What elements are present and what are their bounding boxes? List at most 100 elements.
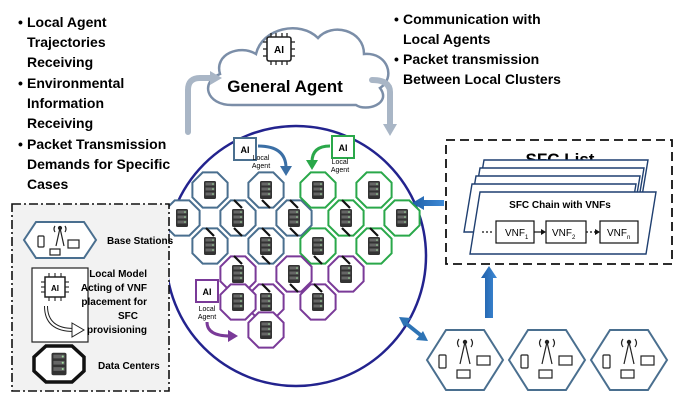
server-icon [288, 209, 300, 227]
general-agent-label: General Agent [227, 77, 343, 96]
interconnect-link [341, 255, 351, 265]
interconnect-link [341, 199, 351, 209]
local-model-legend: AI [31, 267, 89, 343]
server-icon [204, 237, 216, 255]
server-icon [368, 181, 380, 199]
legend-local-model-3: placement for [81, 297, 147, 308]
right-bullet-1-line1: Communication with [403, 11, 541, 27]
upload-arrow [185, 75, 213, 135]
bullet-mark: • [394, 51, 399, 67]
base-station-icon [602, 338, 655, 379]
bullet-mark: • [18, 14, 23, 30]
cloud-shape [206, 27, 390, 109]
server-icon [232, 265, 244, 283]
interconnect-link [261, 227, 271, 237]
ai-chip-icon: AI [263, 33, 295, 65]
base-station-cell [507, 329, 587, 391]
base-station-cell [425, 329, 505, 391]
vnf-n-box: VNFn [599, 220, 639, 244]
circle-bs-double-arrow [399, 317, 428, 341]
svg-text:VNFn: VNFn [607, 228, 630, 241]
chip-label: AI [274, 45, 284, 56]
svg-text:VNF2: VNF2 [552, 228, 576, 241]
right-bullet-list: • Communication with Local Agents • Pack… [394, 11, 561, 87]
server-icon [340, 209, 352, 227]
server-icon [232, 293, 244, 311]
base-station-legend-hex [22, 221, 98, 259]
vnf-1-subscript: 1 [525, 235, 529, 241]
base-station-icon [520, 338, 573, 379]
interconnect-link [233, 227, 243, 237]
server-icon [260, 181, 272, 199]
right-bullet-2-line1: Packet transmission [403, 51, 539, 67]
interconnect-link [205, 227, 215, 237]
server-icon [312, 293, 324, 311]
vnf-2-subscript: 2 [572, 235, 576, 241]
interconnect-link [289, 227, 299, 237]
vnf-1-box: VNF1 [495, 220, 535, 244]
interconnect-link [261, 199, 271, 209]
bullet-mark: • [18, 136, 23, 152]
chip-label: AI [51, 284, 59, 293]
local-agent-label-2: Agent [252, 163, 270, 170]
interconnect-link [313, 255, 323, 265]
vnf-n-label: VNF [607, 228, 627, 239]
interconnect-link [261, 255, 271, 265]
upload-arrow-head [210, 71, 222, 85]
left-bullet-2-line1: Environmental [27, 75, 124, 91]
cloud-circle-arrows [185, 75, 393, 135]
server-icon [260, 237, 272, 255]
base-station-icon [37, 225, 80, 256]
local-agent-purple: AI Local Agent [195, 279, 238, 342]
sfc-list-panel: SFC List SFC Chain with VNFs VNF1 VNF2 V… [445, 139, 673, 265]
left-bullet-3-line2: Demands for Specific [27, 156, 170, 172]
local-agent-blue: AI Local Agent [233, 137, 292, 176]
vnf-n-subscript: n [627, 235, 630, 241]
download-arrow-head [383, 124, 397, 136]
server-icon [368, 237, 380, 255]
server-icon [340, 265, 352, 283]
data-center-hex-grid [163, 171, 421, 349]
bullet-mark: • [18, 75, 23, 91]
legend-data-centers: Data Centers [98, 361, 160, 372]
legend-local-model-2: Acting of VNF [81, 283, 147, 294]
left-bullet-1-line3: Receiving [27, 54, 93, 70]
vnf-2-label: VNF [552, 228, 572, 239]
bullet-mark: • [394, 11, 399, 27]
legend-base-stations: Base Stations [107, 236, 174, 247]
svg-text:VNF1: VNF1 [505, 228, 529, 241]
left-bullet-1-line1: Local Agent [27, 14, 107, 30]
chip-label: AI [339, 143, 348, 153]
interconnect-link [261, 283, 271, 293]
server-icon [312, 237, 324, 255]
legend-box: Base Stations AI Local Model Acting of V… [11, 203, 174, 392]
chip-label: AI [241, 145, 250, 155]
right-bullet-1-line2: Local Agents [403, 31, 491, 47]
download-arrow [369, 77, 393, 128]
interconnect-link [233, 199, 243, 209]
interconnect-link [233, 255, 243, 265]
data-center-legend-octagon [32, 344, 86, 384]
chip-label: AI [203, 287, 212, 297]
server-icon [260, 293, 272, 311]
interconnect-link [341, 227, 351, 237]
vnf-1-label: VNF [505, 228, 525, 239]
server-icon [232, 209, 244, 227]
local-agent-label-1: Local [253, 155, 270, 162]
bs-to-sfc-arrow [481, 266, 497, 318]
server-icon [176, 209, 188, 227]
local-agent-label-1: Local [199, 306, 216, 313]
server-icon [288, 265, 300, 283]
base-station-row [425, 329, 669, 391]
base-station-cell [589, 329, 669, 391]
interconnect-link [289, 199, 299, 209]
local-agent-label-2: Agent [198, 314, 216, 321]
interconnect-link [289, 283, 299, 293]
local-agent-label-1: Local [332, 159, 349, 166]
server-icon [396, 209, 408, 227]
server-icon [260, 321, 272, 339]
legend-local-model-4: SFC [118, 311, 138, 322]
server-icon [204, 181, 216, 199]
left-bullet-1-line2: Trajectories [27, 34, 106, 50]
